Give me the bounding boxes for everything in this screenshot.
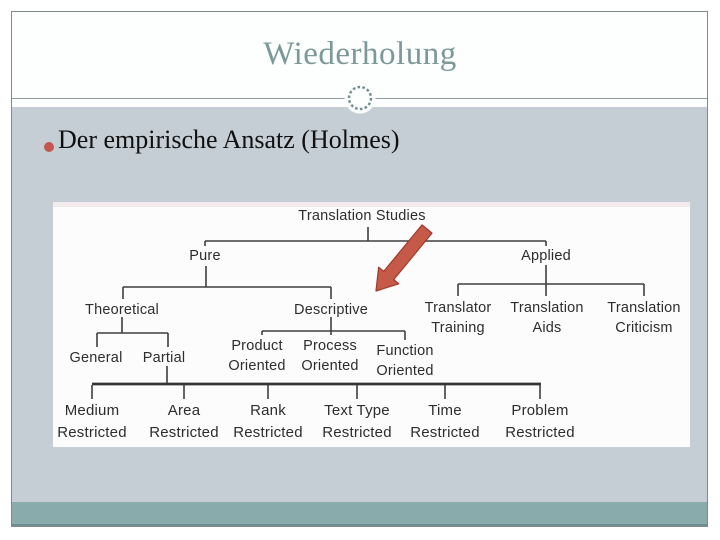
node-theoretical: Theoretical (85, 302, 159, 318)
node-line: Oriented (301, 358, 359, 374)
node-time-restricted: Time Restricted (410, 400, 480, 444)
node-line: Product (231, 338, 283, 354)
node-line: Function (376, 343, 434, 359)
node-line: Training (431, 320, 485, 336)
node-function-oriented: Function Oriented (376, 341, 433, 381)
page-title: Wiederholung (263, 36, 457, 72)
node-line: Rank (250, 402, 286, 419)
node-line: Restricted (410, 424, 480, 441)
node-area-restricted: Area Restricted (149, 400, 219, 444)
node-text-type-restricted: Text Type Restricted (322, 400, 392, 444)
node-line: Translation (510, 300, 584, 316)
node-line: Translator (424, 300, 492, 316)
node-medium-restricted: Medium Restricted (57, 400, 127, 444)
node-problem-restricted: Problem Restricted (505, 400, 575, 444)
node-line: Process (303, 338, 357, 354)
node-line: Oriented (228, 358, 286, 374)
node-line: Area (167, 402, 201, 419)
node-descriptive: Descriptive (294, 302, 368, 318)
node-line: Criticism (615, 320, 673, 336)
node-product-oriented: Product Oriented (228, 336, 285, 376)
node-line: Restricted (322, 424, 392, 441)
holmes-map-figure (53, 202, 690, 447)
node-general: General (69, 350, 123, 366)
node-rank-restricted: Rank Restricted (233, 400, 303, 444)
node-line: Restricted (233, 424, 303, 441)
node-line: Medium (64, 402, 120, 419)
ornament-circle-icon (344, 82, 376, 114)
node-translator-training: Translator Training (425, 298, 492, 338)
node-line: Restricted (505, 424, 575, 441)
node-translation-criticism: Translation Criticism (607, 298, 680, 338)
node-line: Aids (532, 320, 562, 336)
node-translation-studies: Translation Studies (298, 208, 426, 224)
footer-band (12, 502, 707, 526)
node-line: Translation (607, 300, 681, 316)
node-partial: Partial (142, 350, 186, 366)
bullet-icon (44, 142, 54, 152)
bullet-item: Der empirische Ansatz (Holmes) (58, 125, 400, 154)
node-line: Restricted (149, 424, 219, 441)
node-line: Text Type (324, 402, 390, 419)
node-line: Oriented (376, 363, 434, 379)
node-pure: Pure (189, 248, 221, 264)
node-applied: Applied (521, 248, 571, 264)
node-translation-aids: Translation Aids (510, 298, 583, 338)
node-process-oriented: Process Oriented (301, 336, 358, 376)
node-line: Restricted (57, 424, 127, 441)
node-line: Time (428, 402, 462, 419)
node-line: Problem (511, 402, 569, 419)
